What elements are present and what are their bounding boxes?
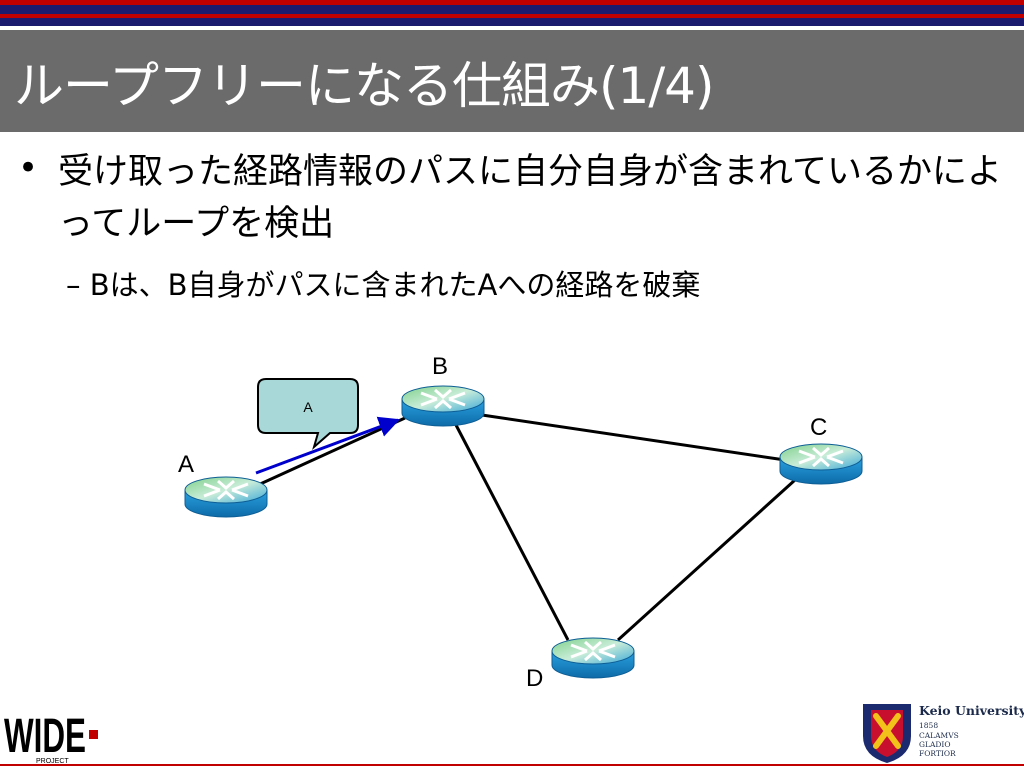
keio-university-name: Keio University bbox=[919, 703, 1024, 718]
router-a-label: A bbox=[178, 451, 194, 478]
sub-bullet-text: – Bは、B自身がパスに含まれたAへの経路を破棄 bbox=[66, 268, 701, 302]
wide-logo-text: WIDE bbox=[4, 710, 86, 763]
router-c-icon bbox=[778, 442, 864, 486]
route-callout bbox=[257, 378, 359, 450]
keio-motto-line-2: GLADIO bbox=[919, 740, 951, 749]
keio-motto-line-1: CALAMVS bbox=[919, 731, 959, 740]
header-stripe-navy bbox=[0, 5, 1024, 14]
router-a-icon bbox=[183, 475, 269, 519]
wide-logo-subtext: PROJECT bbox=[36, 758, 69, 765]
title-bar bbox=[0, 30, 1024, 132]
router-d-label: D bbox=[526, 665, 543, 692]
callout-text: A bbox=[303, 399, 313, 415]
header-stripe-red-top bbox=[0, 0, 1024, 5]
router-c-label: C bbox=[810, 414, 827, 441]
wide-logo-red-mark bbox=[89, 730, 98, 739]
header-stripe-navy-2 bbox=[0, 18, 1024, 26]
header-stripe-red-mid bbox=[0, 14, 1024, 18]
keio-crest-icon bbox=[863, 704, 911, 763]
keio-motto-line-3: FORTIOR bbox=[919, 749, 956, 758]
router-d-icon bbox=[550, 636, 636, 680]
link-b-d bbox=[454, 424, 570, 641]
bullet-marker: • bbox=[18, 148, 39, 188]
router-b-label: B bbox=[432, 353, 448, 380]
keio-year: 1858 bbox=[919, 721, 939, 730]
bullet-text: 受け取った経路情報のパスに自分自身が含まれているかによってループを検出 bbox=[58, 152, 1002, 244]
link-b-c bbox=[481, 413, 786, 462]
route-arrow bbox=[255, 416, 400, 475]
footer-line bbox=[0, 764, 1024, 766]
slide-title: ループフリーになる仕組み(1/4) bbox=[14, 57, 714, 115]
router-b-icon bbox=[400, 384, 486, 428]
link-c-d bbox=[616, 478, 797, 642]
wide-project-logo: WIDE PROJECT bbox=[4, 710, 98, 765]
